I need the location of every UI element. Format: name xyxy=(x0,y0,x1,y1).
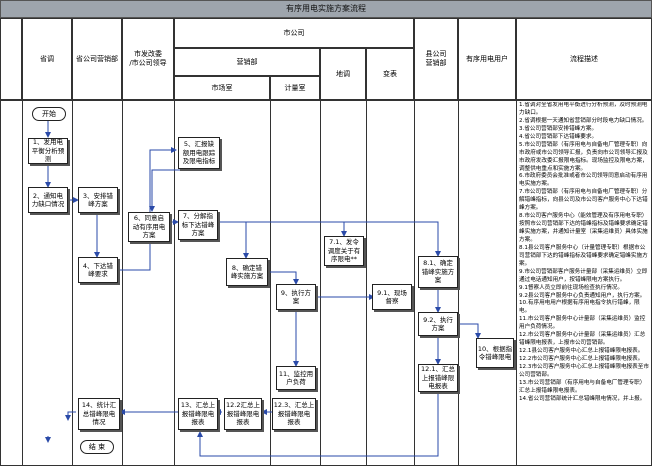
lane-divider xyxy=(516,100,517,466)
header-city-company: 市公司 xyxy=(174,18,414,48)
start-node: 开始 xyxy=(32,107,66,121)
step-7-decompose-indicators: 7、分解指 标下达错峰 方案 xyxy=(178,210,218,240)
lane-divider xyxy=(122,100,123,466)
step-9-1-site-inspection: 9.1、现场 督察 xyxy=(372,284,412,310)
header-development-commission: 市发改委 /市公司领导 xyxy=(122,18,174,100)
step-12-3-report: 12.3、汇总上 报错峰限电 报表 xyxy=(272,398,316,430)
lane-divider xyxy=(174,100,175,466)
header-process-desc: 流程描述 xyxy=(516,18,652,100)
lane-divider xyxy=(458,100,459,466)
step-12-1-county-report: 12.1、汇总 上报错峰限 电报表 xyxy=(418,364,458,392)
step-6-approve-plan: 6、同意启 动有序用电 方案 xyxy=(128,212,170,242)
header-blank xyxy=(0,18,22,100)
lane-divider xyxy=(320,100,321,466)
lane-divider xyxy=(414,100,415,466)
header-provincial-dispatch: 省调 xyxy=(22,18,72,100)
step-14-summary: 14、统计汇 总错峰限电 情况 xyxy=(78,398,120,430)
step-11-monitor-load: 11、监控用 户负荷 xyxy=(276,366,316,390)
step-8-confirm-plan: 8、确定错 峰实施方案 xyxy=(226,258,268,286)
step-7-1-dispatch-order: 7.1、发令 调度关于有 序限电** xyxy=(324,236,364,266)
step-12-2-report: 12.2汇总上 报错峰限电 报表 xyxy=(224,398,262,430)
end-node: 结 束 xyxy=(80,440,114,454)
lane-divider xyxy=(366,100,367,466)
header-dispatch: 地调 xyxy=(320,48,366,100)
step-13-report: 13、汇总上 报错峰限电 报表 xyxy=(178,398,218,430)
step-8-1-county-confirm-plan: 8.1、确定 错峰实施方 案 xyxy=(418,256,458,288)
header-provincial-marketing: 省公司营销部 xyxy=(72,18,122,100)
step-1-balance-forecast: 1、发用电 平衡分析预 测 xyxy=(28,138,68,164)
lane-divider xyxy=(72,100,73,466)
step-5-report-indicators: 5、汇报缺 额用电跟踪 及限电指标 xyxy=(178,137,220,169)
header-power-users: 有序用电用户 xyxy=(458,18,516,100)
header-metering-office: 计量室 xyxy=(270,76,320,100)
step-2-notify-shortage: 2、通知电 力缺口情况 xyxy=(28,187,68,213)
step-9-execute-plan: 9、执行方 案 xyxy=(276,284,316,310)
lane-divider xyxy=(270,100,271,466)
header-county-marketing: 县公司 营销部 xyxy=(414,18,458,100)
step-4-issue-requirement: 4、下达错 峰要求 xyxy=(78,257,118,283)
process-description-text: 1.省调对全省发用电平衡进行分析预测，及时预测电力缺口。 2.省调根据一天通知省… xyxy=(519,102,649,402)
step-10-load-shedding: 10、根据指 令错峰限电 xyxy=(476,338,514,368)
header-marketing-dept: 营销部 xyxy=(174,48,320,76)
lane-divider xyxy=(22,100,23,466)
step-9-2-county-execute: 9.2、执行 方案 xyxy=(418,312,458,336)
header-substation: 变表 xyxy=(366,48,414,100)
step-3-arrange-plan: 3、安排错 峰方案 xyxy=(78,187,118,213)
header-market-office: 市场室 xyxy=(174,76,270,100)
